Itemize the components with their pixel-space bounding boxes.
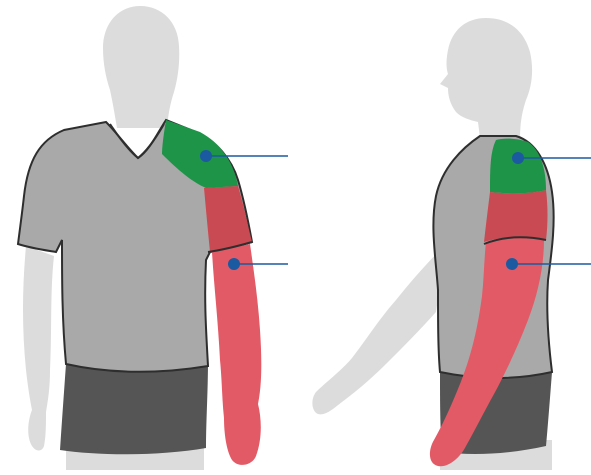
front-head	[103, 6, 179, 128]
front-view-figure	[18, 6, 288, 470]
front-shoulder-marker-dot	[200, 150, 212, 162]
side-back-arm	[312, 244, 446, 414]
side-arm-marker-dot	[506, 258, 518, 270]
side-head	[440, 18, 532, 138]
front-shorts	[60, 360, 208, 454]
side-upper-arm-zone	[484, 190, 548, 242]
front-arm-marker-dot	[228, 258, 240, 270]
side-shoulder-zone	[490, 139, 546, 194]
side-view-figure	[312, 18, 591, 470]
front-lower-arm-zone	[212, 244, 261, 465]
front-upper-arm-zone	[204, 186, 252, 252]
front-right-arm	[23, 246, 54, 451]
side-shoulder-marker-dot	[512, 152, 524, 164]
